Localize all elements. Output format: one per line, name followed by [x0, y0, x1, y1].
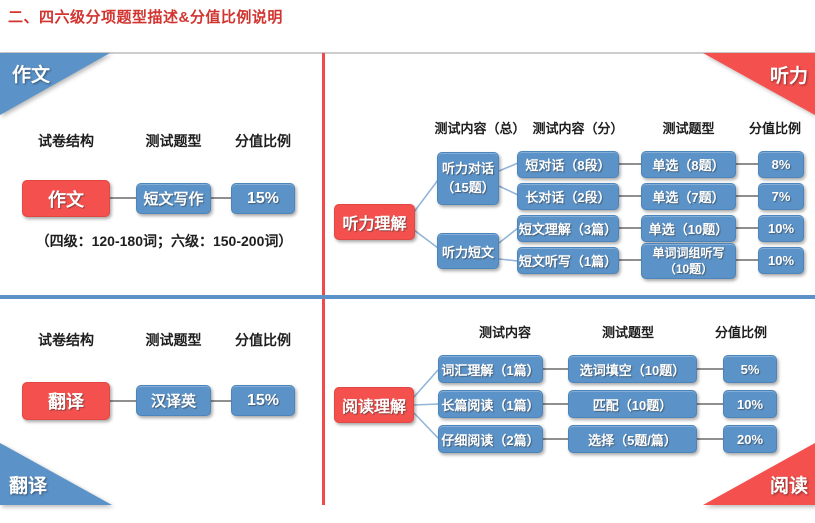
reading-content-box: 仔细阅读（2篇）	[438, 425, 543, 453]
reading-percent-box: 20%	[723, 425, 777, 453]
listening-percent-box: 8%	[758, 151, 804, 178]
listening-qtype-box: 单词词组听写 （10题）	[641, 243, 736, 279]
listening-header-percent: 分值比例	[748, 121, 801, 136]
listening-header-content-total: 测试内容（总）	[434, 121, 526, 136]
listening-content-box: 短文听写（1篇）	[517, 247, 619, 274]
page-title: 二、四六级分项题型描述&分值比例说明	[8, 9, 283, 26]
reading-header-content: 测试内容	[478, 325, 531, 340]
listening-root-box: 听力理解	[334, 204, 415, 240]
corner-ribbon-translation: 翻译	[0, 443, 112, 505]
reading-qtype-box: 选词填空（10题）	[568, 355, 697, 383]
listening-percent-box: 7%	[758, 183, 804, 210]
qtype-line2: （10题）	[663, 262, 714, 276]
translation-header-qtype: 测试题型	[145, 332, 202, 348]
reading-qtype-box: 匹配（10题）	[568, 390, 697, 418]
writing-percent-box: 15%	[231, 183, 295, 214]
writing-header-qtype: 测试题型	[145, 133, 202, 149]
listening-content-box: 长对话（2段）	[517, 183, 619, 210]
corner-ribbon-reading: 阅读	[703, 443, 815, 505]
top-border-line	[0, 52, 815, 54]
reading-percent-box: 5%	[723, 355, 777, 383]
group-label-line2: （15题）	[441, 179, 495, 195]
writing-qtype-box: 短文写作	[136, 183, 211, 214]
writing-header-percent: 分值比例	[235, 133, 291, 149]
listening-content-box: 短对话（8段）	[517, 151, 619, 178]
ribbon-label-listening: 听力	[769, 66, 808, 87]
reading-content-box: 词汇理解（1篇）	[438, 355, 543, 383]
qtype-line1: 单词词组听写	[652, 245, 725, 260]
writing-word-count-note: （四级：120-180词；六级：150-200词）	[35, 233, 293, 249]
corner-ribbon-listening: 听力	[703, 53, 815, 115]
group-label-line1: 听力对话	[441, 160, 494, 176]
translation-root-box: 翻译	[22, 382, 110, 420]
translation-qtype-box: 汉译英	[136, 385, 211, 416]
listening-content-box: 短文理解（3篇）	[517, 215, 619, 242]
reading-root-box: 阅读理解	[334, 387, 414, 423]
listening-qtype-box: 单选（10题）	[641, 215, 736, 242]
listening-qtype-box: 单选（8题）	[641, 151, 736, 178]
listening-percent-box: 10%	[758, 247, 804, 274]
writing-header-structure: 试卷结构	[38, 133, 94, 149]
horizontal-divider	[0, 295, 815, 299]
reading-content-box: 长篇阅读（1篇）	[438, 390, 543, 418]
translation-header-structure: 试卷结构	[38, 332, 94, 348]
listening-qtype-box: 单选（7题）	[641, 183, 736, 210]
reading-qtype-box: 选择（5题/篇）	[568, 425, 697, 453]
reading-percent-box: 10%	[723, 390, 777, 418]
listening-header-qtype: 测试题型	[662, 121, 715, 136]
reading-header-qtype: 测试题型	[601, 325, 654, 340]
ribbon-label-writing: 作文	[12, 65, 51, 86]
reading-header-percent: 分值比例	[714, 325, 767, 340]
translation-header-percent: 分值比例	[235, 332, 291, 348]
ribbon-label-reading: 阅读	[769, 476, 808, 497]
listening-group-passage-box: 听力短文	[437, 233, 499, 269]
listening-percent-box: 10%	[758, 215, 804, 242]
listening-header-content-part: 测试内容（分）	[532, 121, 624, 136]
ribbon-label-translation: 翻译	[9, 476, 48, 497]
writing-root-box: 作文	[22, 180, 110, 217]
vertical-divider	[322, 53, 325, 505]
translation-percent-box: 15%	[231, 385, 295, 416]
listening-group-dialogue-box: 听力对话 （15题）	[437, 152, 499, 205]
corner-ribbon-writing: 作文	[0, 53, 110, 115]
